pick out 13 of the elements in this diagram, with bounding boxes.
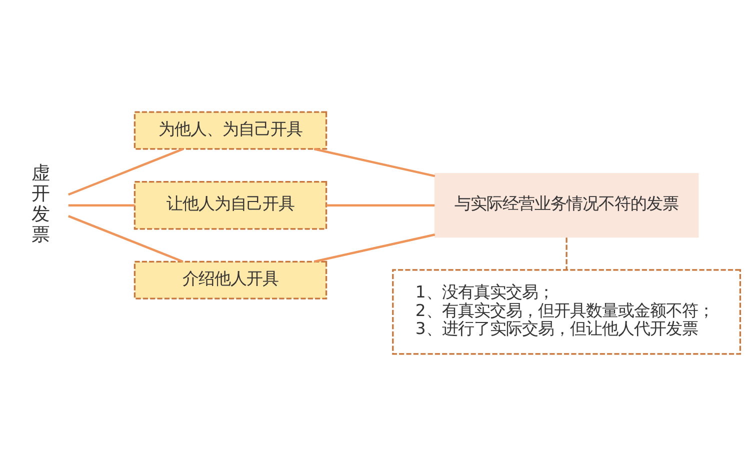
node-box: 与实际经营业务情况不符的发票 — [434, 172, 699, 238]
connector — [566, 237, 568, 270]
connector — [314, 147, 436, 177]
node-box: 为他人、为自己开具 — [134, 110, 328, 150]
connector — [314, 233, 436, 262]
node-box: 让他人为自己开具 — [134, 180, 328, 230]
connector — [68, 214, 184, 262]
node-box: 1、没有真实交易； 2、有真实交易，但开具数量或金额不符； 3、进行了实际交易，但让他人代开发票 — [392, 268, 742, 354]
node-box: 介绍他人开具 — [134, 260, 328, 299]
connector — [326, 204, 435, 206]
connector — [68, 204, 135, 206]
node-text: 虚开发票 — [31, 162, 50, 246]
connector — [68, 148, 184, 196]
